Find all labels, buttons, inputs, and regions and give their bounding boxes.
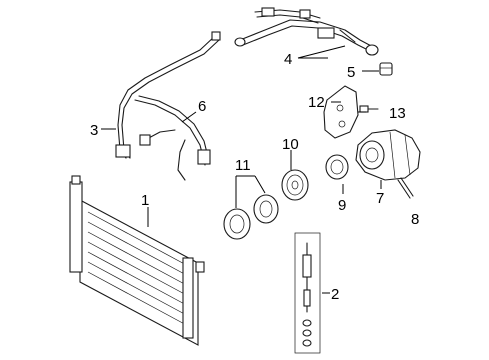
leader-lines xyxy=(101,45,382,294)
callout-13: 13 xyxy=(389,105,406,122)
callout-labels: 1 2 3 4 5 6 7 8 9 10 11 12 13 xyxy=(90,51,419,303)
callout-3: 3 xyxy=(90,122,98,139)
suction-hose xyxy=(115,31,221,159)
discharge-hose xyxy=(134,95,211,181)
condenser xyxy=(69,175,205,346)
callout-12: 12 xyxy=(308,94,325,111)
callout-7: 7 xyxy=(376,190,384,207)
refrigerant-line-assembly xyxy=(234,7,379,56)
callout-1: 1 xyxy=(141,192,149,209)
callout-2: 2 xyxy=(331,286,339,303)
compressor-bolt xyxy=(397,177,414,199)
callout-10: 10 xyxy=(282,136,299,153)
ac-compressor xyxy=(355,129,421,181)
callout-9: 9 xyxy=(338,197,346,214)
clutch-plate-1 xyxy=(223,208,251,240)
clutch-plate-2 xyxy=(253,194,279,224)
clutch-pulley xyxy=(281,169,309,201)
mounting-bracket xyxy=(323,85,359,139)
callout-11: 11 xyxy=(235,157,251,174)
callout-8: 8 xyxy=(411,211,419,228)
bracket-bolt xyxy=(359,105,379,113)
callout-4: 4 xyxy=(284,51,292,68)
clutch-shim xyxy=(325,154,349,180)
orifice-tube xyxy=(294,232,321,354)
pressure-switch xyxy=(379,62,393,76)
callout-6: 6 xyxy=(198,98,206,115)
callout-5: 5 xyxy=(347,64,355,81)
